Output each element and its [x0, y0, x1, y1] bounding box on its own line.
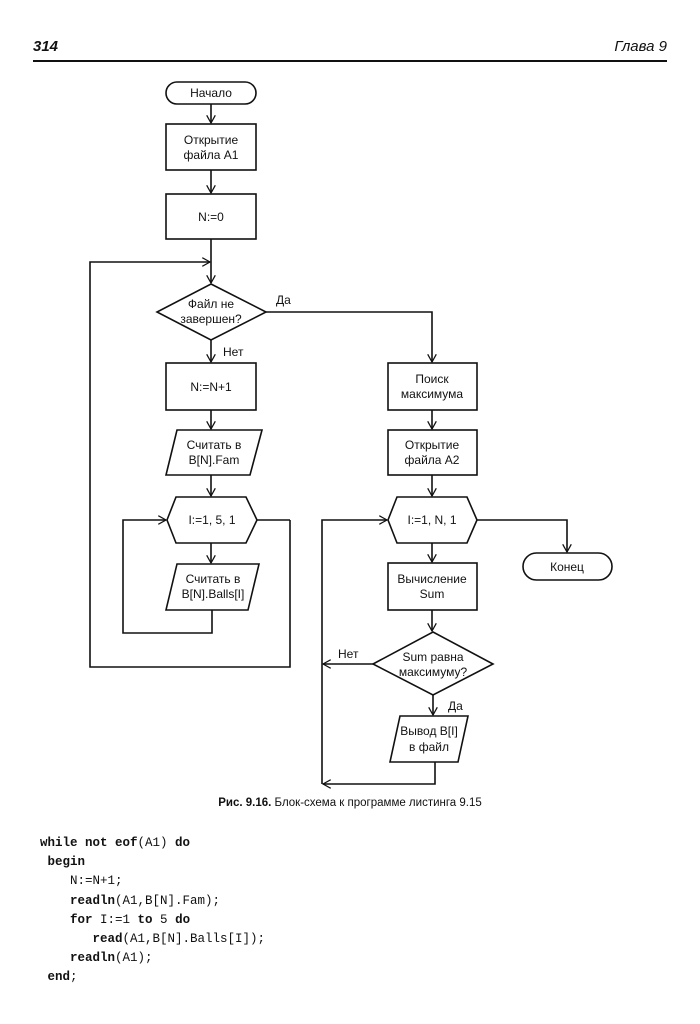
flowchart: Начало Открытие файла А1 N:=0 Файл не за… — [89, 81, 613, 800]
code-keyword: for — [40, 912, 93, 927]
yes-branch-line — [266, 311, 432, 362]
cond-max-label-1: Sum равна — [402, 650, 463, 664]
code-text: (A1,B[N].Balls[I]); — [122, 932, 266, 947]
yes-label-1: Да — [276, 293, 291, 307]
read-fam-label-2: B[N].Fam — [189, 453, 240, 467]
code-keyword: while not eof — [40, 836, 138, 850]
code-keyword: read — [40, 932, 123, 947]
read-fam-label-1: Считать в — [187, 438, 242, 452]
outer-loop-return — [89, 262, 291, 668]
calc-sum-label-1: Вычисление — [397, 572, 467, 586]
open-a1-label-1: Открытие — [184, 133, 239, 147]
code-line: readln(A1); — [40, 949, 265, 968]
code-text: 5 — [152, 912, 176, 927]
code-line: N:=N+1; — [40, 872, 265, 891]
open-file-a1-box — [165, 123, 257, 171]
init-n-label: N:=0 — [198, 210, 224, 224]
output-label-2: в файл — [409, 740, 449, 754]
code-text: N:=N+1; — [40, 874, 123, 889]
code-keyword: do — [175, 912, 191, 927]
code-text: ; — [70, 970, 78, 985]
cond-max-label-2: максимуму? — [399, 665, 468, 679]
code-text: (A1) — [137, 836, 176, 850]
code-line: read(A1,B[N].Balls[I]); — [40, 930, 266, 949]
cond-eof-label-1: Файл не — [188, 297, 234, 311]
no-label-1: Нет — [223, 345, 244, 359]
header-rule — [33, 60, 667, 62]
code-keyword: readln — [40, 893, 116, 908]
open-a2-label-1: Открытие — [405, 438, 460, 452]
code-keyword: end — [40, 970, 71, 985]
start-label: Начало — [190, 86, 232, 100]
code-text: (A1,B[N].Fam); — [115, 893, 221, 908]
code-line: for I:=1 to 5 do — [40, 911, 265, 930]
cond-eof-label-2: завершен? — [180, 312, 242, 326]
increment-n-box — [165, 362, 257, 411]
code-text: I:=1 — [92, 912, 138, 927]
code-line: while not eof(A1) do — [40, 834, 265, 853]
code-keyword: do — [175, 836, 191, 850]
loop-exit-to-end — [477, 519, 567, 552]
calc-sum-box — [387, 562, 478, 611]
inner-loop-return — [122, 520, 213, 634]
output-label-1: Вывод B[I] — [400, 724, 458, 738]
find-max-box — [387, 362, 478, 411]
read-balls-label-2: B[N].Balls[I] — [182, 587, 245, 601]
open-a1-label-2: файла А1 — [184, 148, 239, 162]
code-keyword: readln — [40, 951, 116, 966]
code-keyword: begin — [40, 855, 86, 870]
find-max-label-2: максимума — [401, 387, 464, 401]
calc-sum-label-2: Sum — [420, 587, 445, 601]
open-a2-label-2: файла А2 — [405, 453, 460, 467]
loop-i-5-label: I:=1, 5, 1 — [188, 513, 235, 527]
end-label: Конец — [550, 560, 584, 574]
read-balls-io — [164, 563, 261, 611]
code-line: readln(A1,B[N].Fam); — [40, 892, 265, 911]
yes-label-2: Да — [448, 699, 463, 713]
no-label-2: Нет — [338, 647, 359, 661]
read-fam-io — [164, 429, 264, 476]
find-max-label-1: Поиск — [415, 372, 449, 386]
caption-text: Блок-схема к программе листинга 9.15 — [271, 797, 482, 809]
code-keyword: to — [137, 912, 153, 927]
chapter-title: Глава 9 — [614, 38, 667, 55]
figure-caption: Рис. 9.16. Блок-схема к программе листин… — [0, 797, 700, 809]
read-balls-label-1: Считать в — [186, 572, 241, 586]
loop-i-n-label: I:=1, N, 1 — [407, 513, 456, 527]
loop-2-return — [321, 520, 387, 784]
code-line: end; — [40, 968, 265, 987]
code-line: begin — [40, 853, 265, 872]
caption-prefix: Рис. 9.16. — [218, 797, 272, 809]
output-io — [389, 715, 469, 763]
code-listing: while not eof(A1) do begin N:=N+1; readl… — [40, 834, 265, 988]
code-text: (A1); — [115, 951, 153, 966]
inc-n-label: N:=N+1 — [190, 380, 232, 394]
end-terminator — [522, 552, 613, 581]
page-number: 314 — [33, 38, 59, 55]
output-return-line — [323, 762, 436, 784]
